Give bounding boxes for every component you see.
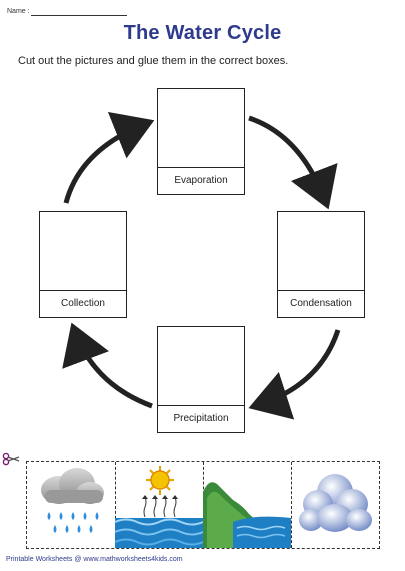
precipitation-label: Precipitation — [158, 405, 244, 432]
arrow-collection-to-evaporation — [63, 111, 155, 204]
condensation-label: Condensation — [278, 290, 364, 317]
cut-line — [291, 462, 292, 548]
evaporation-box[interactable]: Evaporation — [157, 88, 245, 195]
rain-cloud-icon[interactable] — [27, 462, 115, 548]
scissors-icon — [2, 452, 20, 466]
instructions: Cut out the pictures and glue them in th… — [18, 55, 289, 67]
condensation-box[interactable]: Condensation — [277, 211, 365, 318]
precipitation-box[interactable]: Precipitation — [157, 326, 245, 433]
footer-credit: Printable Worksheets @ www.mathworksheet… — [6, 556, 183, 563]
name-label: Name : — [7, 8, 30, 15]
sun-evaporation-icon[interactable] — [115, 462, 203, 548]
arrow-precipitation-to-collection — [62, 322, 153, 409]
land-water-icon[interactable] — [203, 462, 291, 548]
cut-line — [115, 462, 116, 548]
condensation-cloud-icon[interactable] — [291, 462, 379, 548]
page-title: The Water Cycle — [123, 22, 282, 44]
name-line[interactable] — [31, 15, 127, 16]
arrow-condensation-to-precipitation — [248, 329, 341, 420]
cutout-strip — [26, 461, 380, 549]
collection-box[interactable]: Collection — [39, 211, 127, 318]
arrow-evaporation-to-condensation — [248, 115, 338, 210]
evaporation-label: Evaporation — [158, 167, 244, 194]
collection-label: Collection — [40, 290, 126, 317]
